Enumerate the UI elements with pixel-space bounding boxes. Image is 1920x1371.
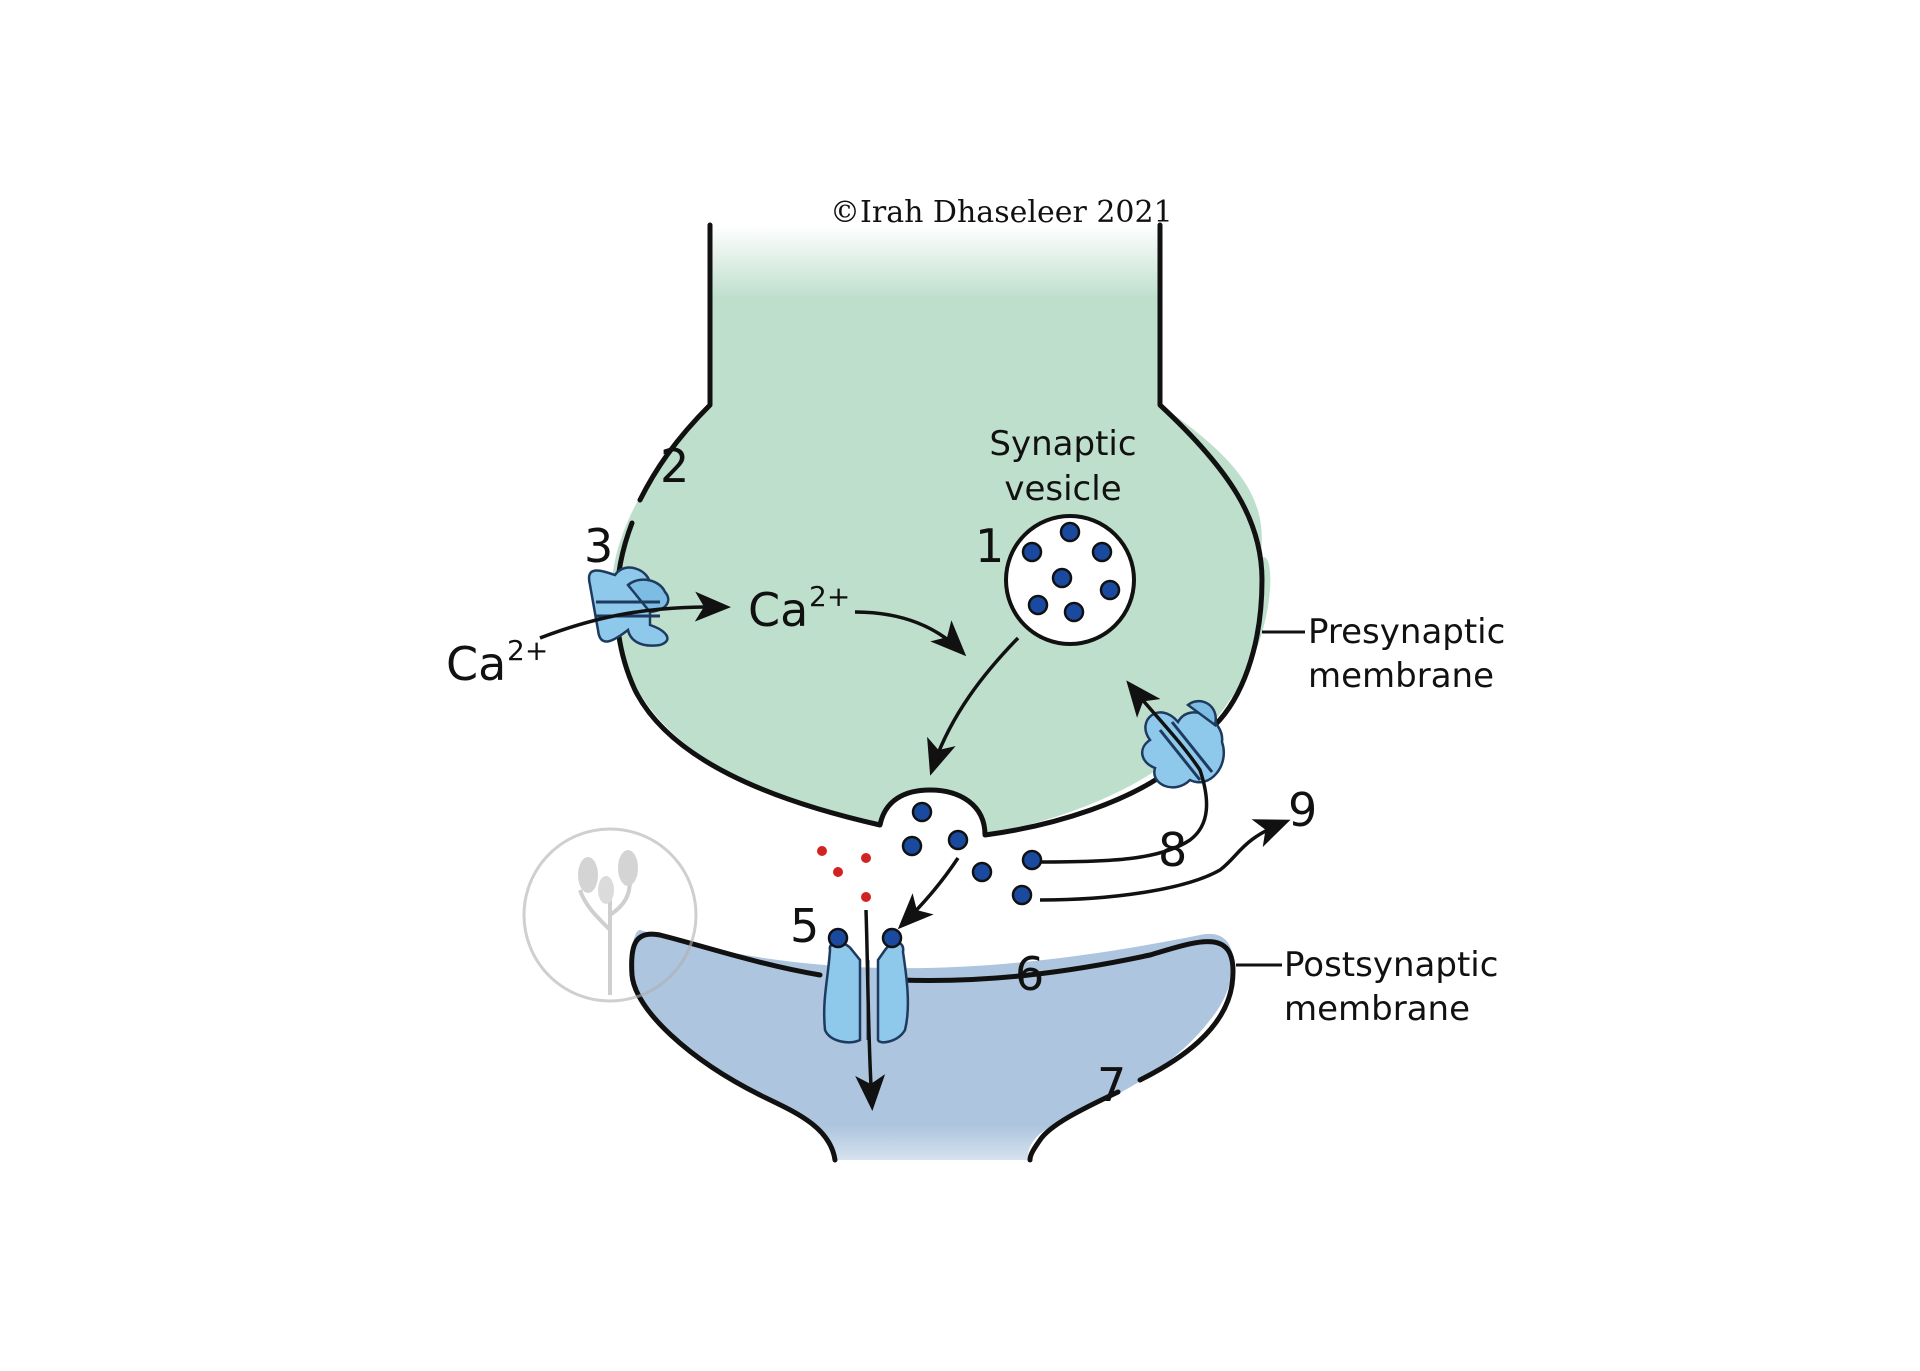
presynaptic-terminal bbox=[611, 222, 1271, 838]
release-to-receptor-arrow bbox=[897, 857, 960, 930]
step-1-label: 1 bbox=[975, 519, 1004, 573]
calcium-channel bbox=[587, 566, 670, 647]
presynaptic-membrane-outline-right bbox=[1157, 222, 1265, 728]
postsynaptic-membrane-outline-right bbox=[1137, 939, 1236, 1083]
released-neurotransmitters bbox=[901, 801, 1043, 906]
calcium-influx-arrow bbox=[539, 591, 731, 640]
postsynaptic-fill bbox=[631, 930, 1234, 1160]
calcium-label-inside: Ca 2+ bbox=[748, 580, 850, 637]
presynaptic-label-line2: membrane bbox=[1308, 656, 1494, 696]
copyright-text: ©Irah Dhaseleer 2021 bbox=[830, 195, 1173, 230]
step-9-label: 9 bbox=[1288, 783, 1317, 837]
ion-flow-arrow bbox=[855, 909, 886, 1111]
postsynaptic-membrane-outline-top bbox=[897, 952, 1153, 983]
calcium-label-outside: Ca 2+ bbox=[446, 634, 548, 691]
presynaptic-membrane-outline-lower bbox=[614, 520, 1173, 838]
svg-text:Ca: Ca bbox=[748, 583, 808, 637]
postsynaptic-membrane-outline bbox=[629, 931, 838, 1163]
step-2-label: 2 bbox=[660, 439, 689, 493]
step-8-label: 8 bbox=[1158, 823, 1187, 877]
postsynaptic-membrane-outline-bottom bbox=[1027, 1089, 1121, 1163]
svg-text:2+: 2+ bbox=[507, 634, 548, 667]
postsynaptic-label-line2: membrane bbox=[1284, 989, 1470, 1029]
svg-text:Ca: Ca bbox=[446, 637, 506, 691]
diffusion-arrow bbox=[1039, 819, 1291, 902]
reuptake-arrow bbox=[1039, 680, 1209, 864]
postsynaptic-terminal bbox=[629, 930, 1236, 1163]
synaptic-vesicle-label-line1: Synaptic bbox=[989, 424, 1136, 464]
presynaptic-fill bbox=[611, 225, 1271, 835]
postsynaptic-label-line1: Postsynaptic bbox=[1284, 945, 1498, 985]
postsynaptic-receptor bbox=[822, 927, 910, 1044]
red-ions bbox=[817, 846, 871, 902]
reuptake-transporter bbox=[1141, 699, 1225, 789]
presynaptic-membrane-outline bbox=[637, 222, 713, 503]
vesicle-fusion-arrow bbox=[927, 636, 1020, 776]
calcium-to-vesicle-arrow bbox=[854, 610, 967, 657]
step-6-label: 6 bbox=[1015, 947, 1044, 1001]
plant-watermark-icon bbox=[522, 827, 698, 1003]
presynaptic-label-line1: Presynaptic bbox=[1308, 612, 1505, 652]
step-7-label: 7 bbox=[1097, 1058, 1126, 1112]
synaptic-vesicle bbox=[1004, 514, 1136, 646]
svg-text:2+: 2+ bbox=[809, 580, 850, 613]
step-5-label: 5 bbox=[790, 899, 819, 953]
synaptic-vesicle-label-line2: vesicle bbox=[1004, 469, 1121, 509]
step-3-label: 3 bbox=[584, 519, 613, 573]
